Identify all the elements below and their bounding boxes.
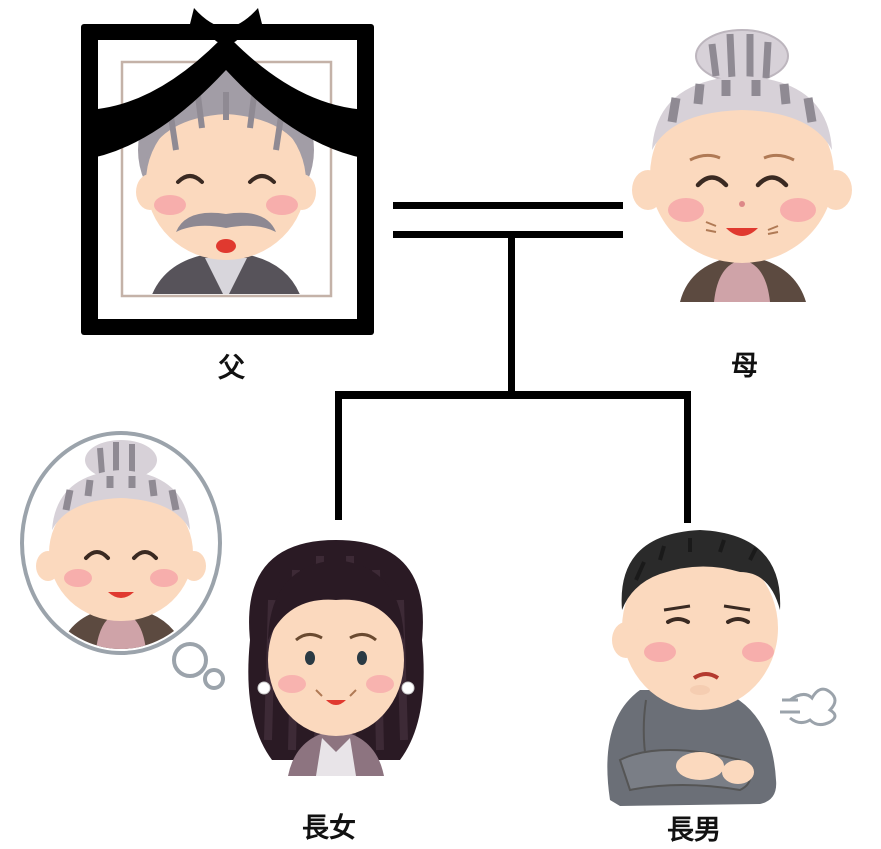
father-memorial-portrait — [81, 8, 374, 335]
mother-portrait — [632, 29, 852, 302]
sigh-icon — [780, 687, 837, 727]
label-eldest-daughter: 長女 — [302, 813, 356, 844]
eldest-daughter-portrait — [248, 540, 424, 776]
thought-bubble — [20, 431, 225, 690]
marriage-line — [393, 202, 623, 238]
eldest-son-portrait — [607, 530, 781, 806]
thought-mother-face — [36, 440, 206, 649]
label-mother: 母 — [731, 351, 758, 382]
label-father: 父 — [218, 353, 245, 384]
mourning-ribbon — [81, 40, 374, 160]
descent-lines — [335, 236, 691, 523]
label-eldest-son: 長男 — [667, 815, 721, 846]
